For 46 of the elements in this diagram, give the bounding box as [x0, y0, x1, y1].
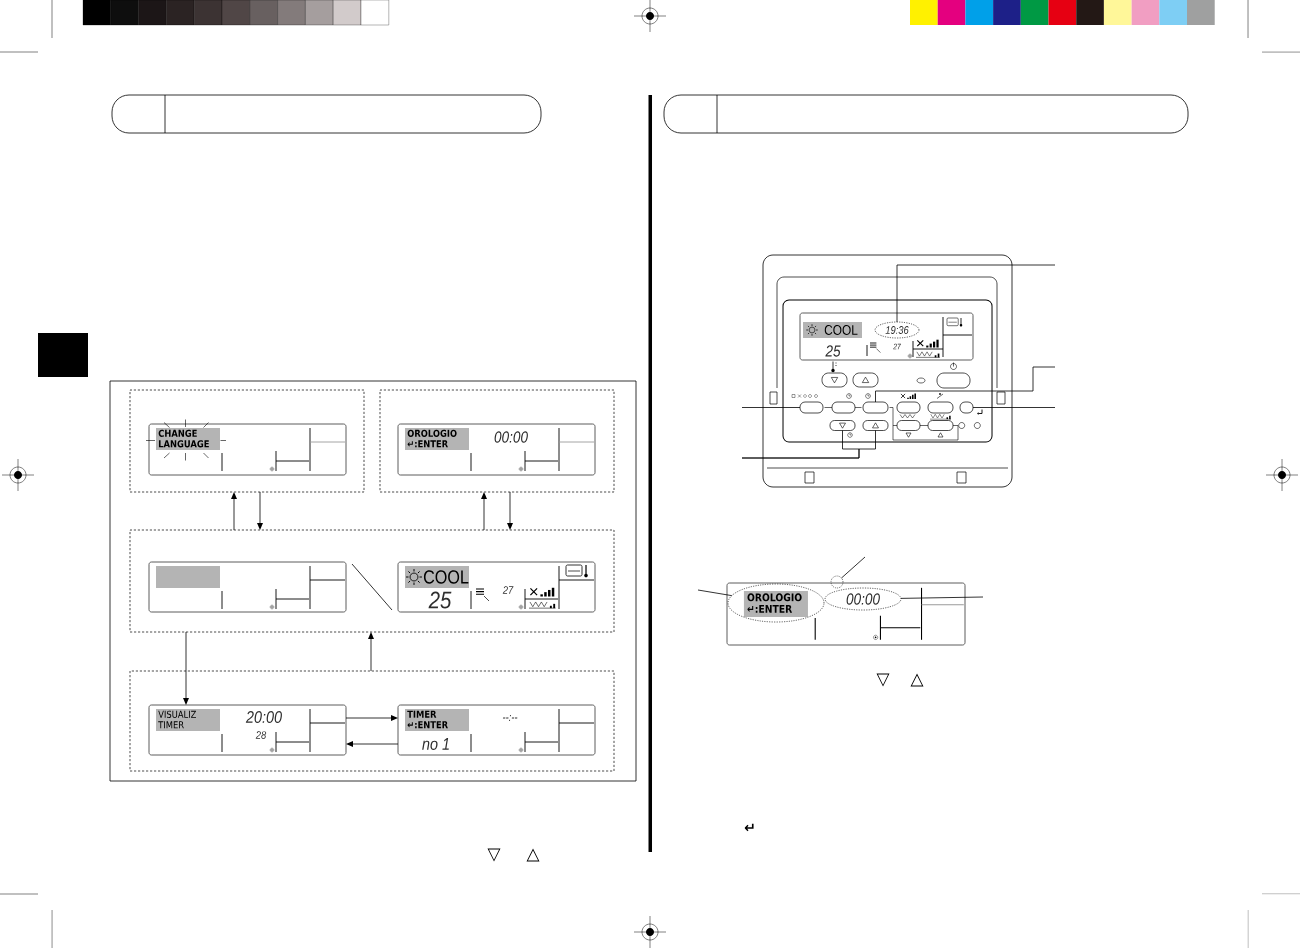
arrow	[345, 715, 398, 721]
arrow	[507, 491, 513, 530]
remote-button	[959, 401, 974, 414]
lcd-message: OROLOGIO ↵:ENTER	[747, 593, 802, 613]
lcd-message: CHANGE LANGUAGE	[158, 429, 209, 448]
clock-readout: 00:00	[494, 431, 528, 443]
clock-readout: 20:00	[245, 711, 282, 724]
leader-line	[741, 407, 801, 408]
down-triangle-symbol: ▽	[487, 848, 501, 862]
clock-readout: 19:36	[885, 326, 909, 334]
arrow	[183, 631, 189, 705]
down-triangle-symbol: ▽	[876, 673, 890, 687]
dashed-frame	[129, 670, 615, 772]
temperature-readout: 25	[428, 591, 452, 609]
arrow	[368, 632, 374, 672]
remote-button	[862, 401, 889, 414]
mode-readout: COOL	[824, 325, 858, 335]
dashed-frame	[129, 389, 365, 493]
remote-button	[799, 401, 824, 414]
leader-line	[896, 264, 1056, 323]
program-readout: no 1	[422, 738, 449, 750]
leader-line	[697, 589, 733, 597]
clock-readout: --:--	[502, 715, 518, 721]
arrow	[231, 492, 237, 531]
mode-readout: COOL	[423, 570, 469, 584]
temperature-readout: 27	[893, 343, 901, 350]
up-triangle-symbol: △	[910, 673, 924, 687]
clock-readout: 00:00	[846, 593, 880, 605]
leader-line	[841, 556, 866, 579]
dashed-frame	[129, 529, 615, 633]
leader-line	[972, 407, 1056, 408]
arrow	[481, 492, 487, 531]
temperature-readout: 27	[502, 586, 514, 594]
temperature-readout: 25	[825, 345, 841, 357]
arrow	[257, 491, 263, 530]
lcd-message: TIMER ↵:ENTER	[407, 710, 448, 729]
lcd-message: OROLOGIO ↵:ENTER	[407, 429, 457, 448]
enter-symbol: ↵	[744, 823, 754, 832]
lcd-message: VISUALIZ TIMER	[158, 710, 196, 729]
up-triangle-symbol: △	[526, 848, 540, 862]
temperature-readout: 28	[255, 731, 267, 739]
leader-line	[875, 366, 1056, 403]
leader-line	[900, 596, 984, 599]
arrow	[346, 741, 399, 747]
diagonal-line	[351, 563, 393, 611]
dashed-frame	[379, 389, 615, 493]
